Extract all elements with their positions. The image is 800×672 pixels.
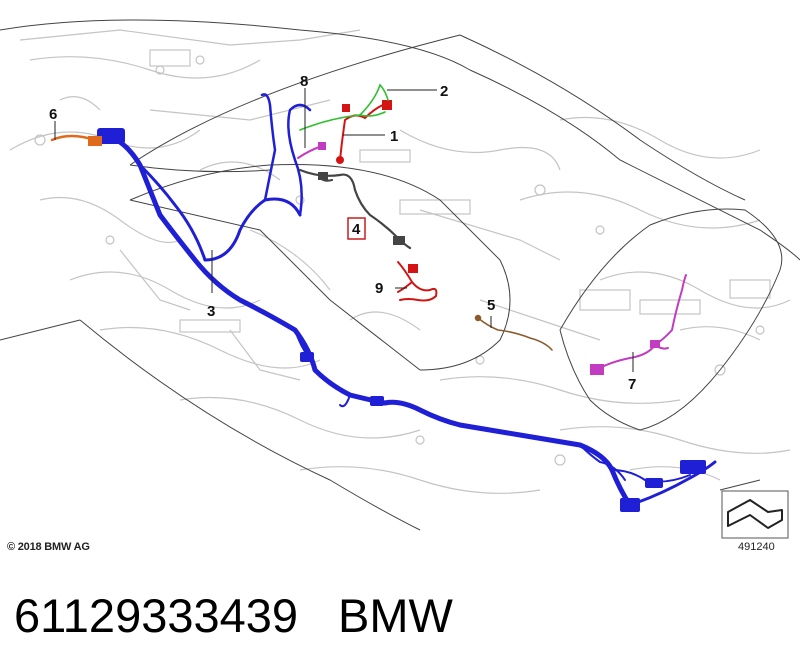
harness-4 [298,168,412,250]
callout-4-highlight-box [347,217,366,240]
brand-name: BMW [338,589,453,642]
callout-9: 9 [375,280,383,297]
harness-8 [297,142,326,159]
harness-2 [299,83,389,131]
callout-8: 8 [300,73,308,90]
callout-2: 2 [440,83,448,100]
harness-3-main [97,93,717,512]
view-orientation-icon [721,490,789,539]
part-number: 61129333439 [14,589,299,642]
callout-6: 6 [49,106,57,123]
vehicle-body-outline [0,19,800,531]
callout-5: 5 [487,297,495,314]
diagram-number: 491240 [738,541,775,553]
harness-7 [590,274,687,375]
wiring-harness-diagram: 6 8 2 1 4 3 9 5 7 [0,19,800,539]
copyright-notice: © 2018 BMW AG [7,541,90,553]
harness-6 [50,134,102,146]
callout-3: 3 [207,303,215,320]
harness-9 [397,261,438,302]
callout-leaders [54,88,634,372]
callout-7: 7 [628,376,636,393]
callout-4: 4 [352,221,361,238]
harness-5 [474,314,553,351]
callout-1: 1 [390,128,398,145]
callouts: 6 8 2 1 4 3 9 5 7 [49,73,636,393]
footer-caption: 61129333439 BMW [14,588,453,643]
background-wiring [9,29,791,494]
